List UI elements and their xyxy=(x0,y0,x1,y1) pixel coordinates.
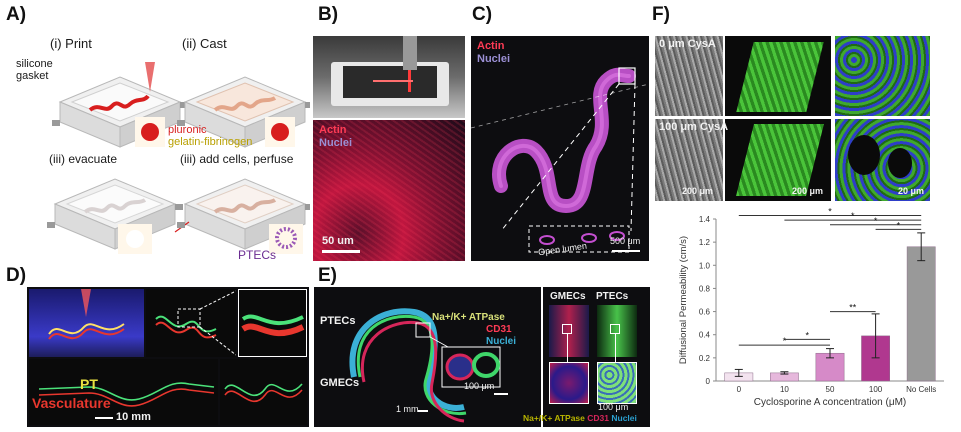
panel-c-label: C) xyxy=(472,4,493,25)
f-cells-top xyxy=(835,36,930,116)
f-scale3-label: 20 μm xyxy=(898,186,925,196)
y-tick-label: 1.4 xyxy=(699,215,711,224)
step-cast: (ii) Cast xyxy=(182,36,227,51)
step-evacuate: (iii) evacuate xyxy=(49,152,118,166)
e-inset-scale-label: 100 μm xyxy=(464,381,495,391)
b-nuclei-label: Nuclei xyxy=(319,137,353,149)
d-vasculature-label: Vasculature xyxy=(32,395,111,411)
f-row1-label: 0 μm CysA xyxy=(659,38,716,50)
device-cast xyxy=(177,76,310,148)
step-add-cells: (iii) add cells, perfuse xyxy=(180,152,294,166)
panel-a-devices xyxy=(47,62,310,254)
legend-ptecs: PTECs xyxy=(238,248,277,262)
significance-star: * xyxy=(874,216,878,226)
y-tick-label: 0 xyxy=(706,377,711,386)
significance-star: * xyxy=(783,336,787,346)
e-bottom-nuclei: Nuclei xyxy=(611,413,637,423)
e-cd31-label: CD31 xyxy=(486,324,512,335)
y-tick-label: 0.2 xyxy=(699,354,711,363)
e-main-scale-label: 1 mm xyxy=(396,404,419,414)
e-right-gmecs: GMECs xyxy=(550,291,586,302)
f-bright-top xyxy=(655,36,723,116)
lumen-path xyxy=(471,67,649,253)
e-bottom-atpase: Na+/K+ ATPase xyxy=(523,413,585,423)
y-tick-label: 1.2 xyxy=(699,238,711,247)
b-scale-label: 50 um xyxy=(322,235,354,247)
f-row2-label: 100 μm CysA xyxy=(659,121,729,133)
d-scale-bar xyxy=(95,417,113,419)
b-scale-bar xyxy=(322,250,360,253)
significance-star: ** xyxy=(849,303,857,313)
y-axis-label: Diffusional Permeability (cm/s) xyxy=(678,236,689,364)
c-scale-bar xyxy=(612,250,640,252)
e-bottom-cd31: CD31 xyxy=(587,413,609,423)
panel-e-label: E) xyxy=(318,265,337,286)
panel-a-label: A) xyxy=(6,4,27,25)
d-scale-label: 10 mm xyxy=(116,411,151,423)
significance-star: * xyxy=(828,207,832,217)
gasket-label: silicone gasket xyxy=(16,58,53,82)
x-tick-label: 50 xyxy=(826,385,835,394)
e-atpase-label: Na+/K+ ATPase xyxy=(432,312,505,323)
y-tick-label: 0.6 xyxy=(699,308,711,317)
panel-b-label: B) xyxy=(318,4,339,25)
significance-star: * xyxy=(897,220,901,230)
e-ptecs-zoom xyxy=(597,362,637,404)
e-nuclei-label: Nuclei xyxy=(486,336,517,347)
f-bright-bottom xyxy=(655,119,723,201)
y-tick-label: 1.0 xyxy=(699,261,711,270)
b-actin-label: Actin xyxy=(319,124,347,136)
e-ptecs-label: PTECs xyxy=(320,315,356,327)
f-scale2-label: 200 μm xyxy=(792,186,824,196)
e-main-scale-bar xyxy=(418,410,428,412)
e-ptecs-tube xyxy=(597,305,637,357)
device-perfuse xyxy=(174,178,310,250)
x-tick-label: 10 xyxy=(780,385,789,394)
c-scale-label: 500 μm xyxy=(610,236,641,246)
e-inset-scale-bar xyxy=(494,393,508,395)
bar-no-cells xyxy=(906,246,936,382)
legend-pluronic: pluronic xyxy=(168,124,207,136)
d-micrograph-bottom-left xyxy=(29,359,218,425)
significance-star: * xyxy=(805,330,809,340)
e-gmecs-tube xyxy=(549,305,589,357)
x-axis-label: Cyclosporine A concentration (μM) xyxy=(754,397,907,408)
actin-micrograph xyxy=(313,120,465,261)
c-actin-label: Actin xyxy=(477,40,505,52)
x-tick-label: 0 xyxy=(737,385,742,394)
x-tick-label: No Cells xyxy=(906,385,936,394)
d-zoom xyxy=(238,289,307,357)
e-gmecs-zoom xyxy=(549,362,589,404)
printer-photo xyxy=(313,36,465,118)
significance-star: * xyxy=(851,211,855,221)
c-nuclei-label: Nuclei xyxy=(477,53,511,65)
y-tick-label: 0.8 xyxy=(699,284,711,293)
e-bottom-legend: Na+/K+ ATPase CD31 Nuclei xyxy=(523,413,637,423)
e-right-ptecs: PTECs xyxy=(596,291,629,302)
panel-d-label: D) xyxy=(6,265,27,286)
x-tick-label: 100 xyxy=(869,385,883,394)
y-tick-label: 0.4 xyxy=(699,331,711,340)
e-gmecs-label: GMECs xyxy=(320,377,360,389)
f-scale1-label: 200 μm xyxy=(682,186,714,196)
d-pt-label: PT xyxy=(80,376,98,392)
e-right-scale-label: 100 μm xyxy=(598,402,629,412)
panel-f-label: F) xyxy=(652,4,670,25)
device-evacuate xyxy=(47,178,183,250)
legend-gelatin: gelatin-fibrinogen xyxy=(168,136,253,148)
step-print: (i) Print xyxy=(50,36,92,51)
